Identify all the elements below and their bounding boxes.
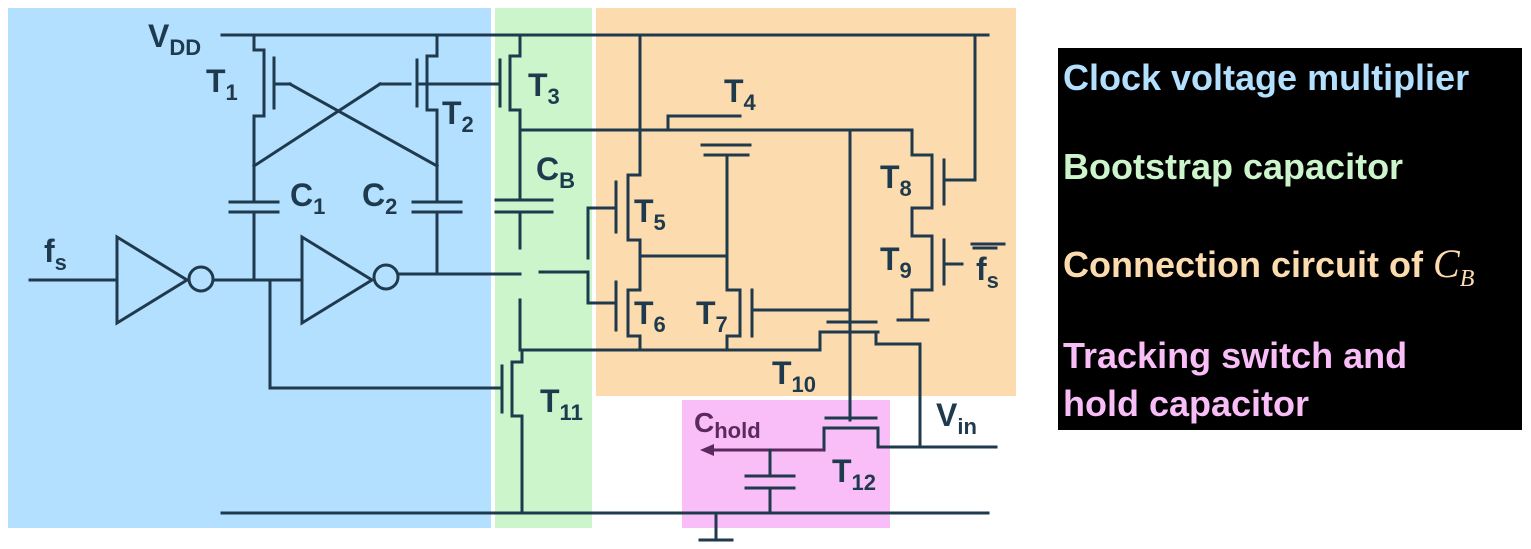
tracking-switch-region: [682, 400, 890, 528]
t10-label: T10: [772, 355, 816, 397]
t2-label: T2: [442, 95, 474, 137]
c2-label: C2: [362, 177, 397, 219]
t6-label: T6: [634, 295, 666, 337]
vin-label: Vin: [936, 397, 977, 439]
chold-label: Chold: [694, 407, 761, 443]
legend-item-bootstrap: Bootstrap capacitor: [1063, 146, 1404, 187]
legend-connection-text: Connection circuit of: [1063, 244, 1434, 285]
t7-label: T7: [696, 295, 728, 337]
cb-label: CB: [536, 151, 575, 193]
t3-label: T3: [528, 67, 560, 109]
t11-label: T11: [540, 383, 583, 425]
c1-label: C1: [290, 177, 325, 219]
wires: [28, 33, 1006, 542]
connection-circuit-region: [596, 8, 1016, 396]
t4-label: T4: [724, 73, 757, 115]
t8-label: T8: [880, 159, 912, 201]
legend: Clock voltage multiplier Bootstrap capac…: [1058, 48, 1522, 430]
t12-label: T12: [832, 453, 876, 495]
legend-item-hold-capacitor: hold capacitor: [1063, 383, 1310, 424]
fs-bar-label: fs: [976, 251, 999, 293]
t1-label: T1: [206, 63, 238, 105]
t5-label: T5: [634, 193, 666, 235]
fs-label: fs: [44, 233, 67, 275]
legend-item-clock-multiplier: Clock voltage multiplier: [1063, 57, 1470, 98]
t9-label: T9: [880, 241, 912, 283]
circuit-schematic: VDD fs fs Vin Chold CB C1 C2 T1 T2 T3 T4…: [8, 8, 1016, 542]
vdd-label: VDD: [148, 18, 201, 60]
legend-item-tracking-switch: Tracking switch and: [1063, 335, 1408, 376]
legend-cb-symbol: CB: [1433, 241, 1475, 292]
legend-item-connection-circuit: Connection circuit of CB: [1063, 240, 1474, 303]
clock-voltage-multiplier-region: [8, 8, 491, 528]
